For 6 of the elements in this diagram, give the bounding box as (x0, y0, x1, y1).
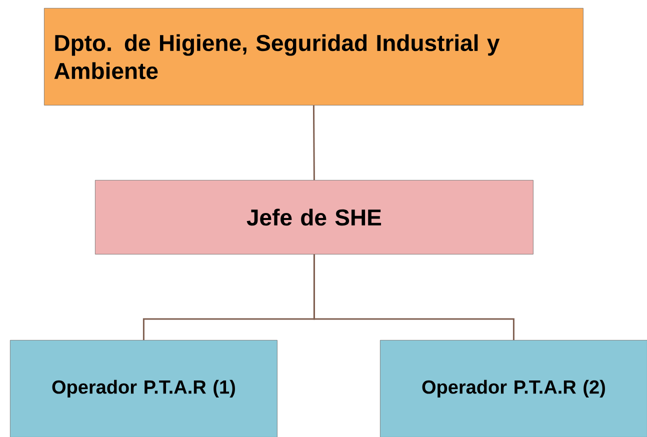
connector-line (313, 254, 514, 340)
head-box: Jefe de SHE (95, 180, 534, 254)
operator-box: Operador P.T.A.R (1) (10, 340, 278, 437)
operator-box: Operador P.T.A.R (2) (380, 340, 647, 437)
department-box: Dpto. de Higiene, Seguridad Industrial y Ambiente (44, 8, 584, 106)
connector-line (312, 105, 315, 180)
